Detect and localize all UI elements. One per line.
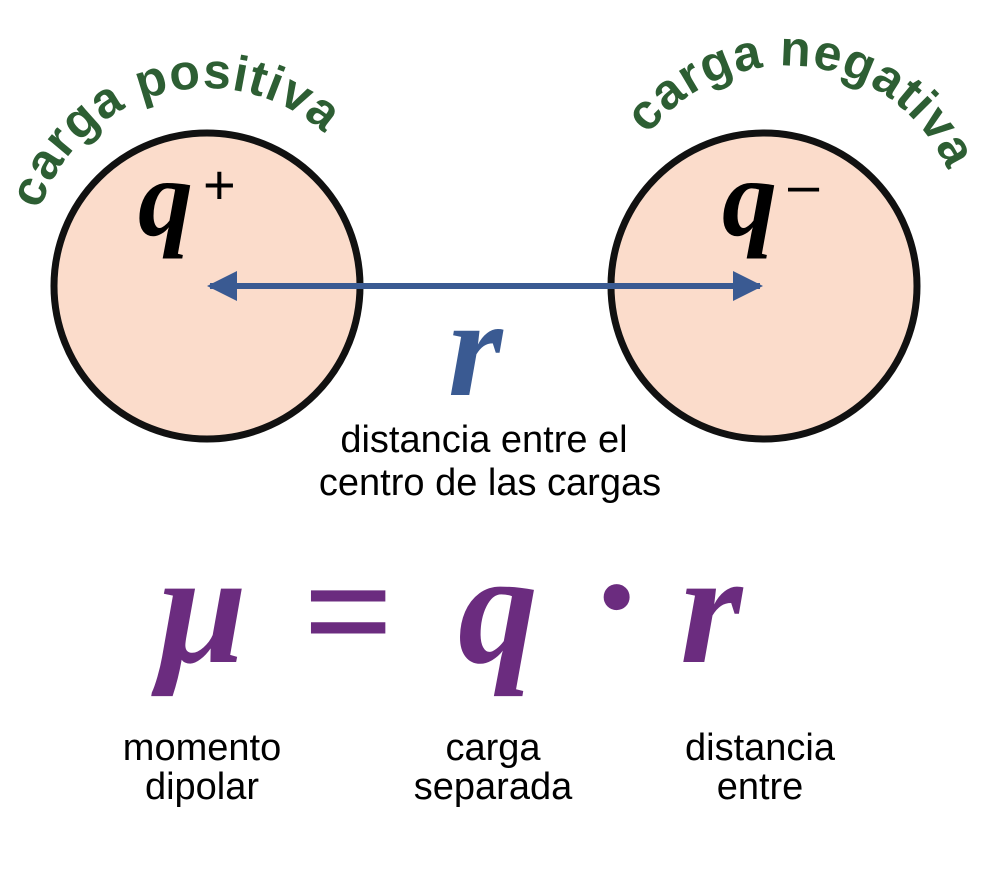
distance-caption-line1: distancia entre el xyxy=(340,419,627,461)
formula-q: q xyxy=(458,519,538,697)
distance-caption-line2: centro de las cargas xyxy=(319,462,661,504)
formula-mu: μ xyxy=(151,519,247,697)
legend-mu-line1: momento xyxy=(123,727,281,769)
distance-symbol: r xyxy=(448,271,504,426)
legend-q-line2: separada xyxy=(414,766,573,808)
positive-charge-symbol: q xyxy=(138,137,193,259)
positive-sign: + xyxy=(203,153,236,216)
legend-r-line2: entre xyxy=(717,766,804,808)
negative-charge-symbol: q xyxy=(722,137,777,259)
negative-sign: – xyxy=(788,153,820,216)
formula-dot: · xyxy=(590,507,643,685)
legend-r-line1: distancia xyxy=(685,727,836,769)
formula-r: r xyxy=(680,519,744,697)
legend-mu-line2: dipolar xyxy=(145,766,259,808)
legend-q-line1: carga xyxy=(445,727,541,769)
formula-equals: = xyxy=(303,522,394,700)
